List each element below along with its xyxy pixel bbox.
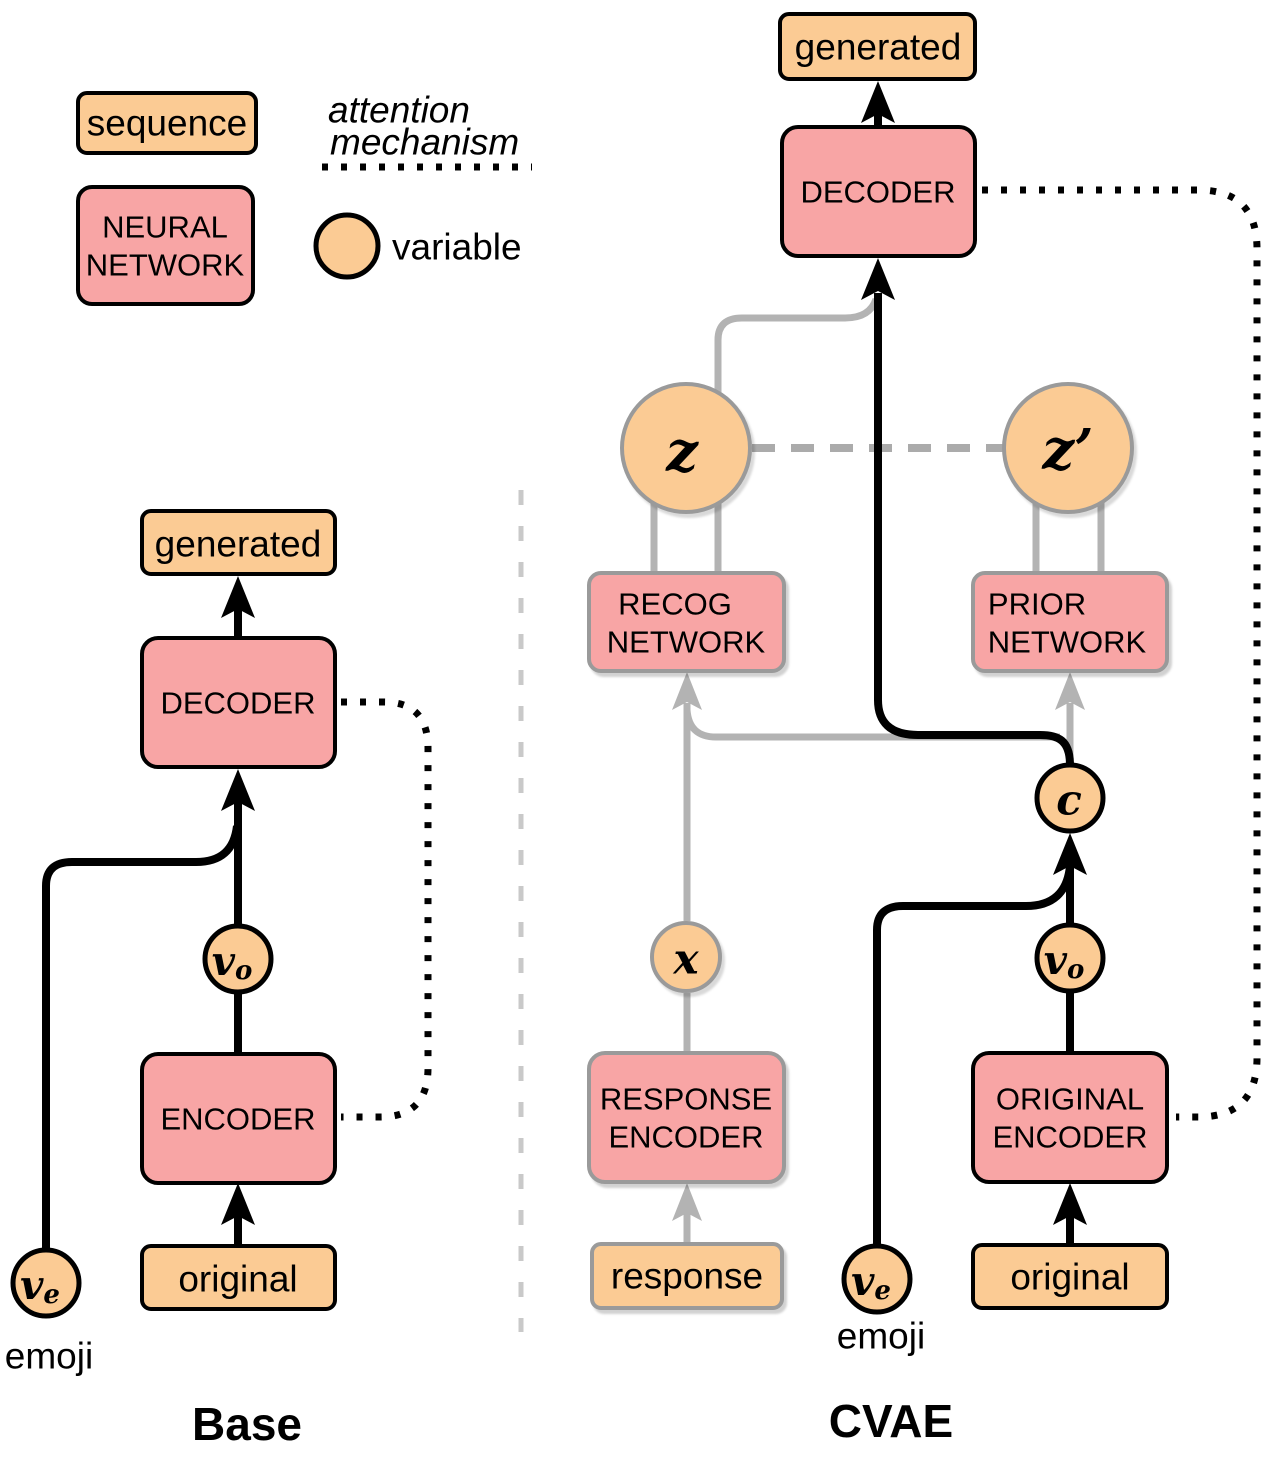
base-emoji-label: emoji [5,1336,93,1377]
base-decoder-label: DECODER [160,686,315,721]
arrowhead-into-c [1053,833,1087,875]
cvae-ve-circle [841,1243,913,1315]
cvae-recog-label-line2: NETWORK [607,625,766,660]
edge-ve-merge-cvae [873,865,1074,1246]
cvae-original-encoder-line1: ORIGINAL [996,1082,1144,1117]
base-vo-base: v [212,938,236,985]
cvae-c-circle [1034,762,1106,834]
cvae-emoji-label: emoji [837,1316,925,1357]
cvae-ve-base: v [851,1258,875,1305]
cvae-prior-label-line2: NETWORK [988,625,1147,660]
legend-sequence-box [76,91,258,155]
arrowhead-into-encoder-base [221,1183,255,1225]
cvae-vo-circle [1034,922,1106,994]
edge-z-to-decoder [714,297,880,400]
cvae-original-box [971,1243,1169,1310]
base-ve-sub: e [43,1280,60,1310]
cvae-x-label: x [672,935,699,984]
cvae-response-encoder-box [587,1051,786,1184]
base-encoder-box [140,1052,337,1185]
cvae-z-label: z [665,419,699,485]
arrowhead-into-decoder-cvae [861,258,895,300]
cvae-response-encoder-line2: ENCODER [608,1120,763,1155]
legend-variable-circle [313,212,381,280]
cvae-recog-label-line1: RECOG [618,587,732,622]
arrowhead-into-generated-cvae [861,81,895,123]
base-title: Base [192,1398,302,1450]
edge-c-to-decoder [874,293,1074,766]
cvae-original-encoder-line2: ENCODER [992,1120,1147,1155]
base-ve-circle [10,1247,82,1319]
cvae-ve-label: ve [851,1258,891,1307]
cvae-original-encoder-box [971,1051,1169,1184]
arrowhead-into-prior-network [1055,672,1085,710]
legend-attention-line2: mechanism [330,122,519,163]
arrowhead-into-recog-network [672,672,702,710]
cvae-response-encoder-line1: RESPONSE [600,1082,772,1117]
arrowhead-into-generated-base [221,576,255,618]
cvae-vo-label: vo [1044,937,1085,986]
cvae-recog-network-box [587,571,786,673]
cvae-decoder-box [780,125,977,258]
legend-network-label: NETWORK [86,248,245,283]
base-encoder-label: ENCODER [160,1102,315,1137]
cvae-title: CVAE [829,1395,953,1447]
cvae-original-label: original [1010,1257,1129,1298]
cvae-zprime-circle [1002,382,1134,514]
cvae-z-circle [620,382,752,514]
edge-ve-merge-base [42,825,241,1250]
base-decoder-box [140,636,337,769]
cvae-x-circle [650,921,722,993]
base-ve-label: ve [20,1262,60,1311]
cvae-c-label: c [1056,776,1082,825]
legend-variable-label: variable [392,227,522,268]
base-generated-box [140,509,337,576]
cvae-response-box [590,1242,784,1310]
cvae-response-label: response [611,1256,763,1297]
cvae-zprime-label: z’ [1041,417,1093,483]
cvae-generated-box [778,12,977,81]
arrowhead-into-response-encoder [672,1183,702,1221]
legend-attention-line1: attention [328,90,470,131]
cvae-vo-sub: o [1067,955,1084,985]
base-vo-sub: o [235,956,252,986]
legend-neural-network-box [76,185,255,306]
base-vo-label: vo [212,938,253,987]
legend-neural-label: NEURAL [102,210,228,245]
base-vo-circle [202,923,274,995]
legend-sequence-label: sequence [87,103,247,144]
cvae-decoder-label: DECODER [800,175,955,210]
cvae-generated-label: generated [795,27,962,68]
base-original-label: original [178,1259,297,1300]
cvae-vo-base: v [1044,937,1068,984]
cvae-prior-network-box [971,571,1169,673]
base-original-box [140,1244,337,1311]
cvae-prior-label-line1: PRIOR [988,587,1086,622]
base-generated-label: generated [155,524,322,565]
base-ve-base: v [20,1262,44,1309]
cvae-ve-sub: e [874,1276,891,1306]
arrowhead-into-decoder-base [221,769,255,811]
arrowhead-into-original-encoder [1053,1183,1087,1225]
attention-loop-base [341,698,432,1121]
